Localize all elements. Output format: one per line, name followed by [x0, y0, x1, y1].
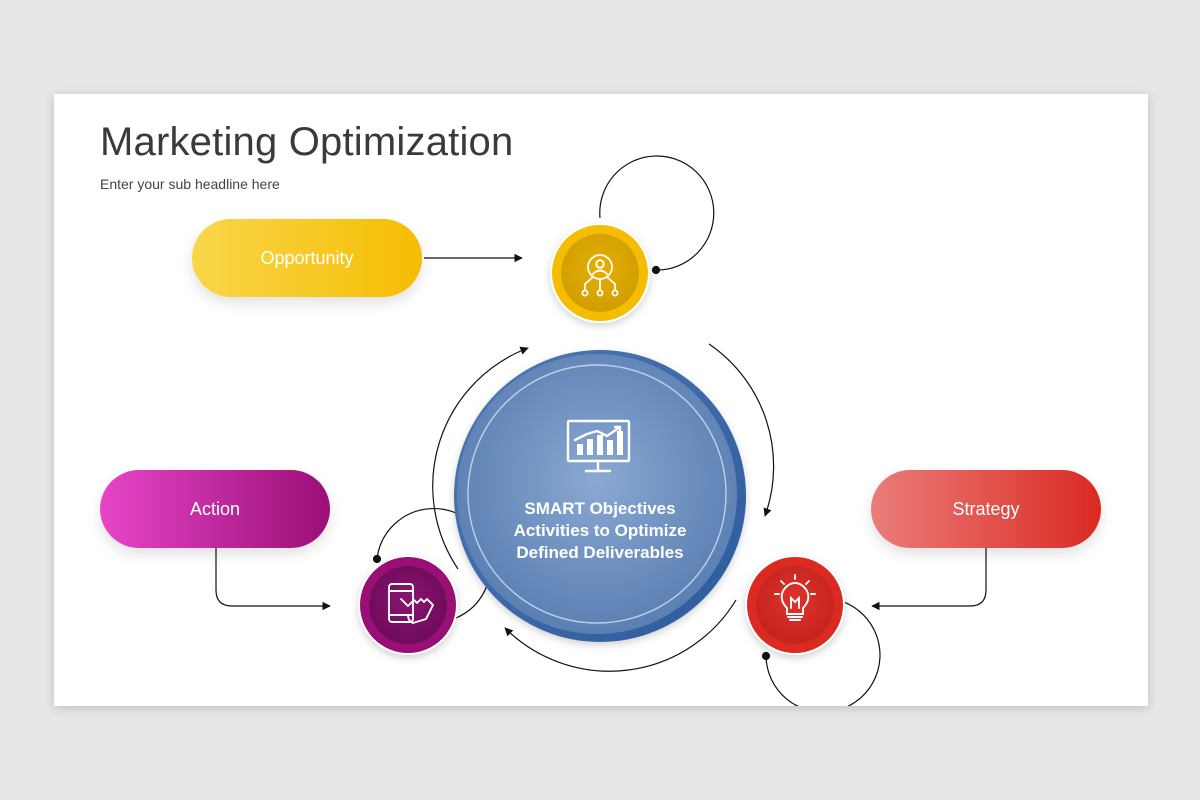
- strategy-circle: [745, 555, 845, 655]
- arc-right-to-left: [504, 599, 737, 672]
- ring-left-dot: [372, 554, 382, 564]
- action-pill: Action: [100, 470, 330, 548]
- center-text: SMART Objectives Activities to Optimize …: [484, 498, 716, 564]
- opportunity-circle: [550, 223, 650, 323]
- cycle-diagram: [215, 155, 987, 706]
- arc-top-to-right: [708, 343, 775, 517]
- lightbulb-icon: [774, 574, 816, 621]
- opportunity-pill: Opportunity: [192, 219, 422, 297]
- cycle-connectors: [432, 343, 775, 672]
- center-line-1: SMART Objectives: [524, 499, 676, 518]
- arc-left-to-top: [432, 346, 529, 570]
- growth-chart-monitor-icon: [566, 419, 631, 473]
- ring-top: [599, 155, 715, 271]
- ring-right-dot: [761, 651, 771, 661]
- center-line-2: Activities to Optimize: [513, 521, 687, 540]
- touch-phone-icon: [388, 583, 434, 624]
- page-title: Marketing Optimization: [100, 120, 514, 164]
- ring-top-dot: [651, 265, 661, 275]
- opportunity-label: Opportunity: [260, 247, 354, 268]
- arrow-strategy: [871, 548, 987, 611]
- user-network-icon: [581, 254, 619, 297]
- center-circle: [454, 350, 746, 642]
- center-line-3: Defined Deliverables: [516, 543, 684, 562]
- arrow-action: [215, 548, 331, 611]
- strategy-pill: Strategy: [871, 470, 1101, 548]
- pill-connectors: [215, 253, 987, 611]
- page-subtitle: Enter your sub headline here: [100, 176, 280, 192]
- slide: Marketing Optimization Enter your sub he…: [54, 94, 1148, 706]
- strategy-label: Strategy: [952, 498, 1020, 519]
- action-label: Action: [189, 498, 241, 519]
